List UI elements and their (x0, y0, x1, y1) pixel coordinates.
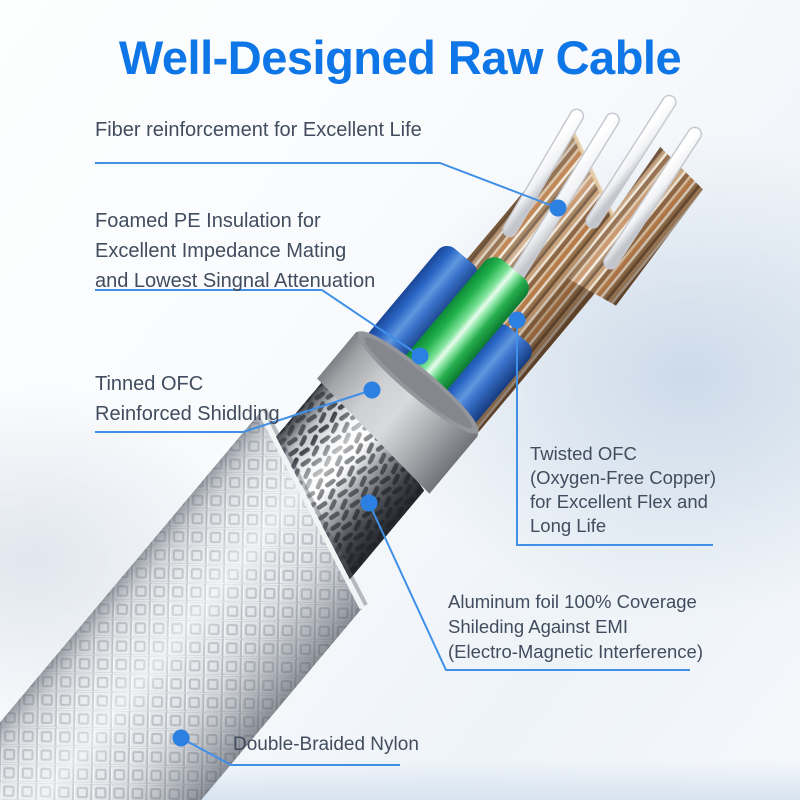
callout-dot-nylon (172, 729, 190, 747)
label-line: Foamed PE Insulation for (95, 210, 321, 232)
callout-line-aluminum-foil (368, 502, 690, 671)
label-line: for Excellent Flex and (530, 491, 708, 512)
callout-line-twisted-ofc (516, 320, 713, 546)
callout-dots (172, 199, 567, 747)
label-aluminum-foil: Aluminum foil 100% Coverage Shileding Ag… (448, 589, 703, 664)
label-fiber-reinforcement: Fiber reinforcement for Excellent Life (95, 117, 422, 143)
wire-blue-top (360, 245, 478, 375)
label-tinned-ofc-shielding: Tinned OFC Reinforced Shidlding (95, 369, 280, 429)
collar-layer (317, 331, 479, 494)
page-title: Well-Designed Raw Cable (118, 31, 682, 84)
label-line: Twisted OFC (530, 443, 637, 464)
label-line: Shileding Against EMI (448, 616, 628, 637)
label-line: Long Life (530, 515, 607, 536)
label-line: Aluminum foil 100% Coverage (448, 591, 697, 612)
callout-dot-foamed-pe (411, 347, 429, 365)
label-line: Excellent Impedance Mating (95, 240, 347, 262)
label-line: Fiber reinforcement for Excellent Life (95, 119, 422, 141)
label-foamed-pe-insulation: Foamed PE Insulation for Excellent Imped… (95, 206, 375, 296)
nylon-jacket-layer (0, 407, 368, 800)
callout-line-foamed-pe (95, 289, 421, 357)
callout-line-tinned-ofc (95, 389, 373, 433)
label-line: (Electro-Magnetic Interference) (448, 641, 703, 662)
label-line: Reinforced Shidlding (95, 403, 280, 425)
label-double-braided-nylon: Double-Braided Nylon (233, 733, 419, 757)
wire-green (393, 257, 529, 406)
label-line: and Lowest Singnal Attenuation (95, 270, 376, 292)
label-line: Double-Braided Nylon (233, 734, 419, 755)
label-twisted-ofc: Twisted OFC (Oxygen-Free Copper) for Exc… (530, 442, 716, 538)
label-line: (Oxygen-Free Copper) (530, 467, 717, 488)
callout-dot-tinned-ofc (363, 381, 381, 399)
callout-line-nylon (180, 737, 400, 766)
callout-lines (95, 162, 713, 766)
label-line: Tinned OFC (95, 373, 204, 395)
callout-dot-twisted-ofc (508, 311, 526, 329)
callout-dot-aluminum-foil (360, 494, 378, 512)
callout-line-fiber (95, 162, 559, 209)
callout-dot-fiber (549, 199, 567, 217)
cable-body (0, 94, 704, 800)
